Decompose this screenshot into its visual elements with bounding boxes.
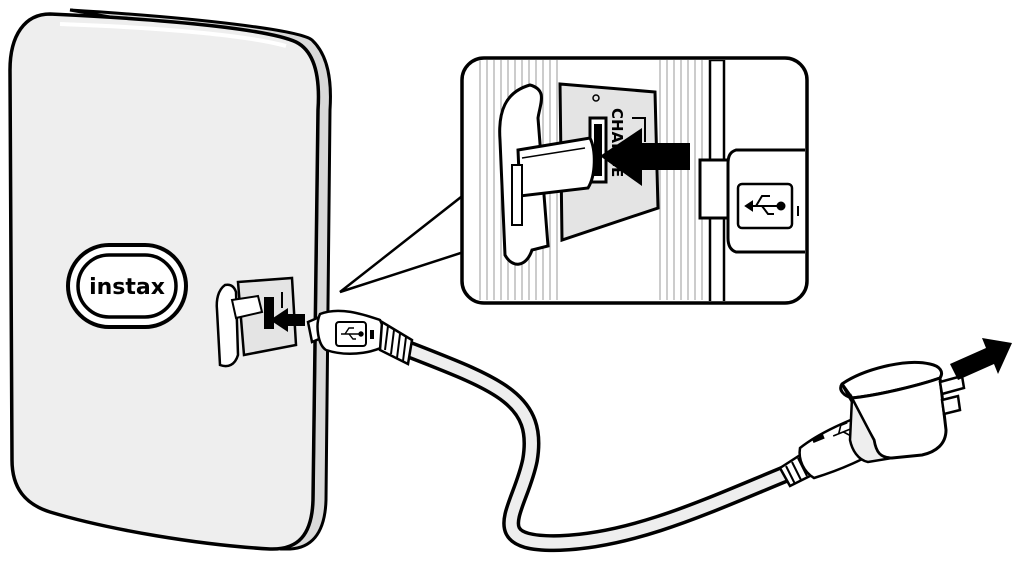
logo-badge-inner [76,253,178,319]
usb-cable [306,309,886,553]
device-port-cover-hinge [230,294,264,320]
cable-wire [404,344,806,549]
wall-insert-arrow-icon [950,338,1012,380]
device-usb-socket [264,297,274,329]
adapter-prong-bottom [940,394,962,416]
device-insert-arrow-icon [270,308,305,332]
callout-pointer [339,187,472,294]
micro-usb-plug [306,309,414,366]
zoom-port-cover-hinge [516,136,596,198]
printer-top-highlight [59,22,287,48]
zoom-insert-arrow-icon [600,128,690,186]
zoom-usb-plug [698,148,805,254]
micro-usb-icon [341,327,364,340]
printer-body: instax [8,8,332,551]
zoom-usb-icon [744,195,786,215]
device-port [215,276,298,368]
zoom-inset: CHARGE [460,56,809,305]
logo-text: instax [89,275,165,300]
adapter-prong-top [938,374,966,396]
device-port-cover [215,283,240,368]
ac-adapter [839,360,966,464]
micro-usb-strain-relief [378,319,414,366]
adapter-side [848,393,893,464]
